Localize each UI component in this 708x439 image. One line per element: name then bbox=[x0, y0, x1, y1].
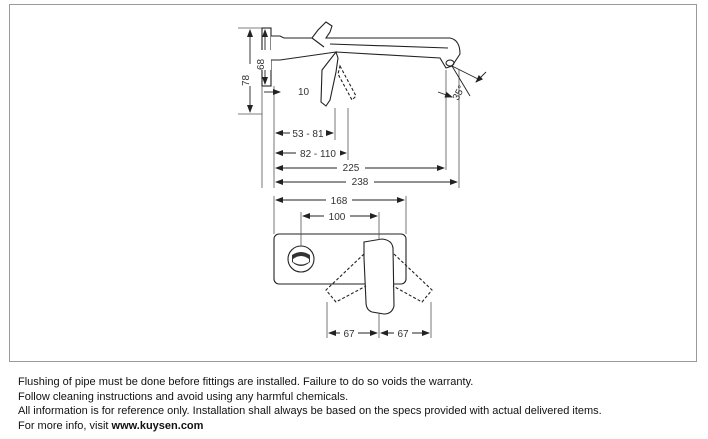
side-view bbox=[261, 21, 461, 107]
front-extension-lines bbox=[273, 196, 432, 338]
notes-block: Flushing of pipe must be done before fit… bbox=[18, 375, 698, 433]
dim-label-angle: 35° bbox=[451, 84, 468, 103]
dim-label-238: 238 bbox=[352, 177, 369, 188]
dim-label-53-81: 53 - 81 bbox=[292, 129, 324, 140]
dim-label-67-right: 67 bbox=[397, 329, 409, 340]
dim-label-78: 78 bbox=[241, 74, 252, 86]
extension-lines bbox=[238, 27, 460, 188]
front-view bbox=[273, 233, 433, 315]
dim-label-168: 168 bbox=[331, 196, 348, 207]
note-flushing: Flushing of pipe must be done before fit… bbox=[18, 376, 474, 388]
dim-label-225: 225 bbox=[343, 163, 360, 174]
note-reference: All information is for reference only. I… bbox=[18, 405, 602, 418]
dim-label-82-110: 82 - 110 bbox=[300, 149, 336, 160]
note-more-info: For more info, visit www.kuysen.com bbox=[18, 419, 698, 434]
dim-label-10: 10 bbox=[298, 87, 310, 98]
note-cleaning: Follow cleaning instructions and avoid u… bbox=[18, 390, 349, 403]
website-link[interactable]: www.kuysen.com bbox=[111, 419, 204, 432]
dim-label-67-left: 67 bbox=[343, 329, 355, 340]
dim-label-68: 68 bbox=[256, 58, 267, 70]
angle-indicator bbox=[437, 65, 487, 98]
dim-label-100: 100 bbox=[329, 212, 346, 223]
note-more-info-prefix: For more info, visit bbox=[18, 419, 112, 432]
